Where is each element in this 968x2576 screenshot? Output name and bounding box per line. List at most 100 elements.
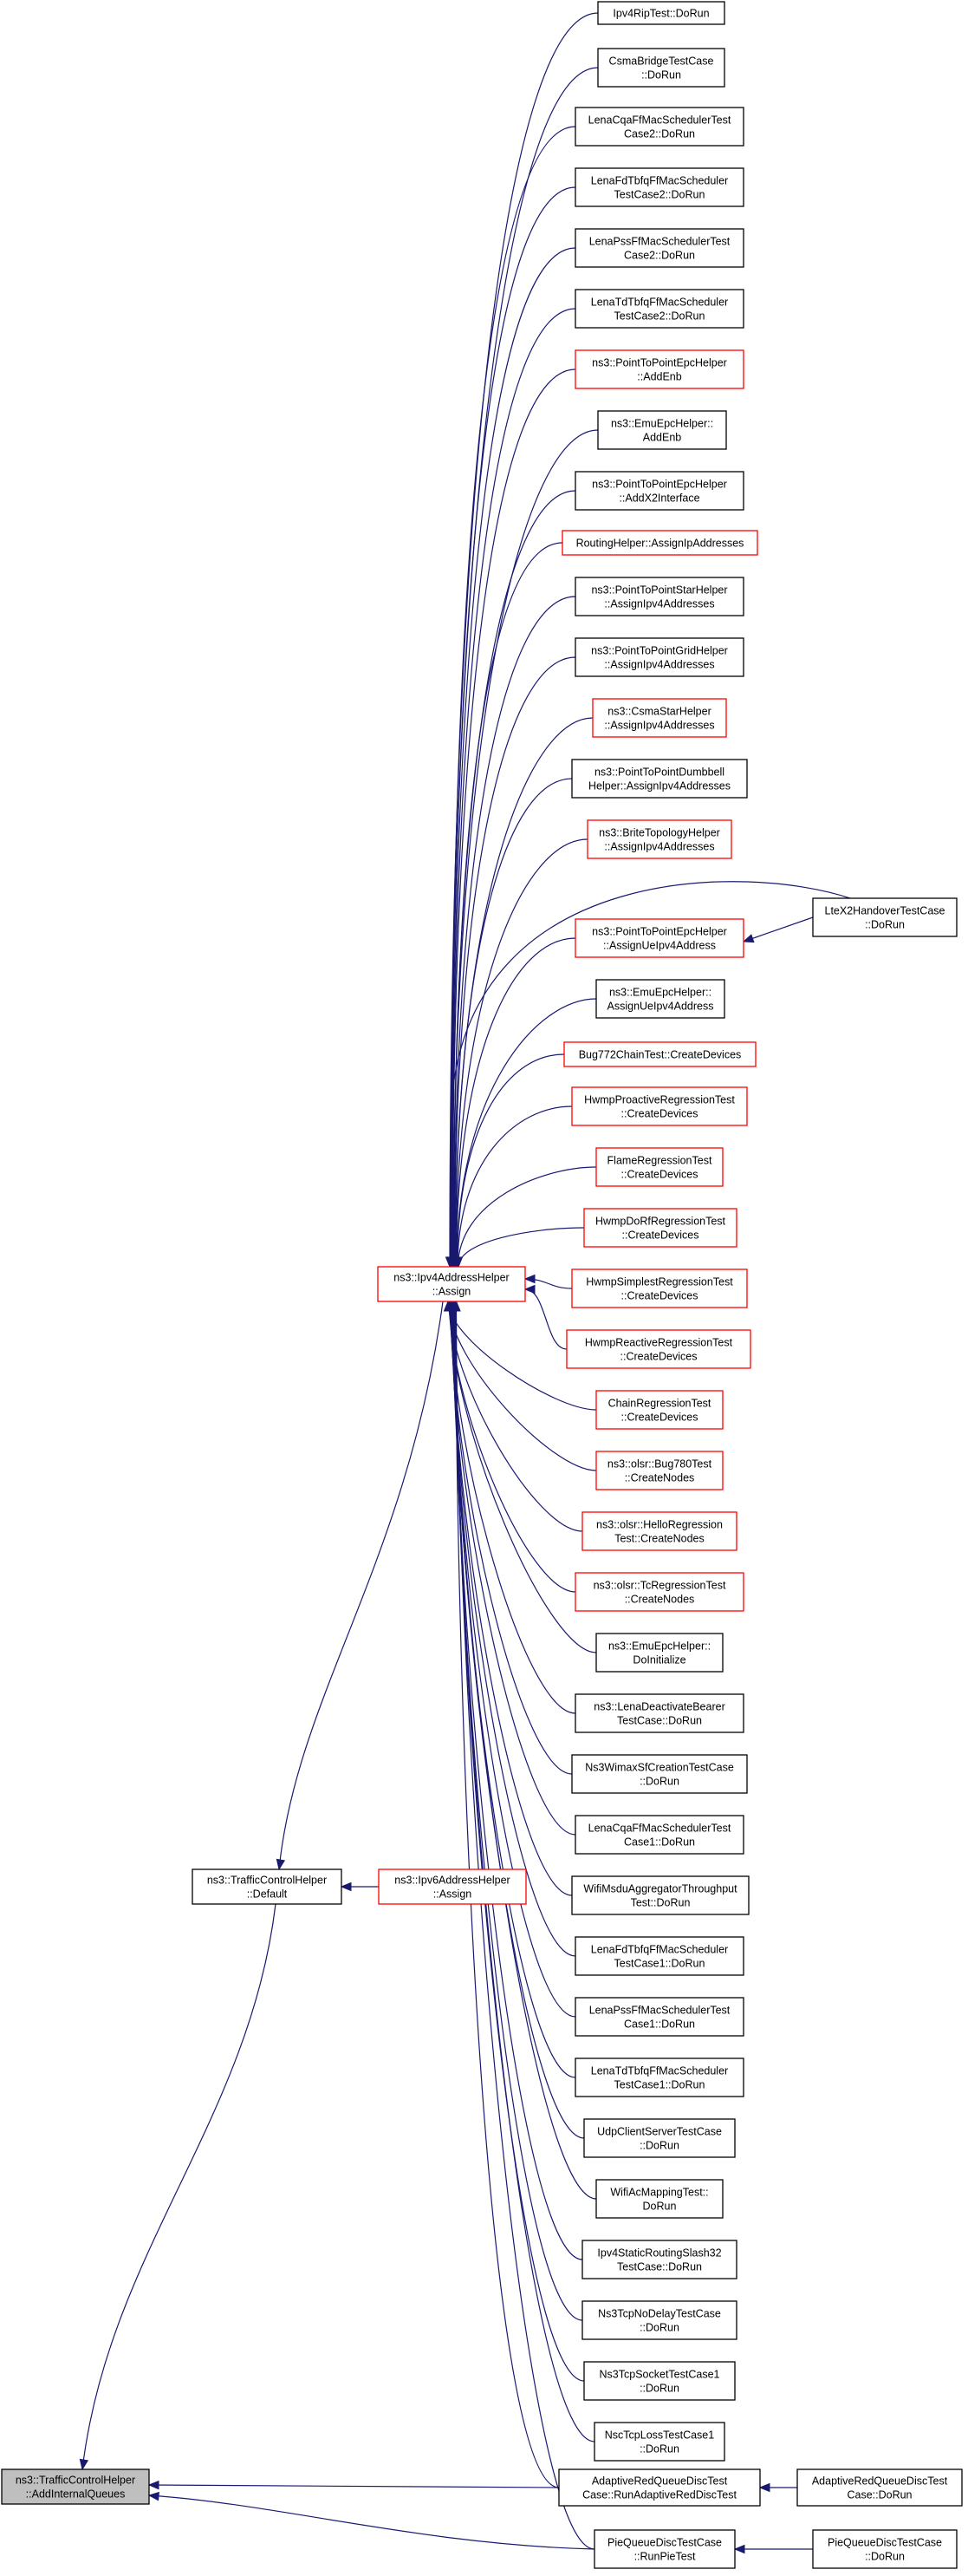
node-label-line: ::AddInternalQueues bbox=[26, 2488, 126, 2501]
graph-node-ipv6_assign[interactable]: ns3::Ipv6AddressHelper::Assign bbox=[378, 1868, 527, 1905]
node-label-line: TestCase2::DoRun bbox=[614, 189, 705, 201]
graph-node-n30[interactable]: Ns3WimaxSfCreationTestCase::DoRun bbox=[571, 1754, 748, 1794]
node-box bbox=[575, 471, 744, 511]
graph-node-n01[interactable]: Ipv4RipTest::DoRun bbox=[597, 1, 725, 25]
graph-node-ared_run[interactable]: AdaptiveRedQueueDiscTestCase::RunAdaptiv… bbox=[558, 2468, 761, 2507]
node-box bbox=[575, 107, 744, 147]
node-label-line: AssignUeIpv4Address bbox=[607, 1001, 714, 1013]
graph-node-pie_dorun[interactable]: PieQueueDiscTestCase::DoRun bbox=[812, 2529, 958, 2569]
node-label-line: ns3::Ipv4AddressHelper bbox=[393, 1272, 509, 1284]
node-label-line: ::AddEnb bbox=[637, 371, 681, 383]
node-box bbox=[595, 1390, 724, 1430]
graph-node-n22[interactable]: HwmpSimplestRegressionTest::CreateDevice… bbox=[571, 1268, 748, 1308]
node-label-line: ns3::TrafficControlHelper bbox=[16, 2475, 135, 2487]
graph-node-n10[interactable]: RoutingHelper::AssignIpAddresses bbox=[562, 530, 758, 556]
graph-node-n09[interactable]: ns3::PointToPointEpcHelper::AddX2Interfa… bbox=[575, 471, 744, 511]
graph-node-n11[interactable]: ns3::PointToPointStarHelper::AssignIpv4A… bbox=[575, 577, 744, 616]
node-label-line: ns3::PointToPointEpcHelper bbox=[592, 926, 727, 938]
edge-n37-to-ipv4 bbox=[452, 1301, 597, 2200]
graph-node-tch_default[interactable]: ns3::TrafficControlHelper::Default bbox=[192, 1868, 342, 1905]
node-label-line: ::DoRun bbox=[640, 1776, 679, 1788]
graph-node-n02[interactable]: CsmaBridgeTestCase::DoRun bbox=[597, 48, 725, 88]
edge-n21-to-ipv4-arrowhead bbox=[453, 1256, 464, 1268]
graph-node-n17[interactable]: ns3::EmuEpcHelper::AssignUeIpv4Address bbox=[595, 979, 725, 1019]
graph-node-n27[interactable]: ns3::olsr::TcRegressionTest::CreateNodes bbox=[575, 1572, 744, 1612]
node-label-line: ::AssignIpv4Addresses bbox=[604, 720, 714, 732]
graph-node-n21[interactable]: HwmpDoRfRegressionTest::CreateDevices bbox=[583, 1208, 737, 1248]
edge-n25-to-ipv4 bbox=[447, 1301, 597, 1471]
graph-node-n28[interactable]: ns3::EmuEpcHelper::DoInitialize bbox=[595, 1633, 724, 1673]
node-label-line: ns3::PointToPointGridHelper bbox=[591, 645, 728, 657]
edge-n06-to-ipv4 bbox=[451, 308, 576, 1268]
edge-ared-run-to-root bbox=[148, 2484, 560, 2488]
graph-node-n25[interactable]: ns3::olsr::Bug780Test::CreateNodes bbox=[595, 1451, 724, 1490]
node-label-line: AdaptiveRedQueueDiscTest bbox=[812, 2475, 948, 2488]
node-label-line: ns3::EmuEpcHelper:: bbox=[609, 987, 711, 999]
node-box bbox=[1, 2468, 150, 2505]
graph-node-n41[interactable]: NscTcpLossTestCase1::DoRun bbox=[594, 2422, 725, 2462]
node-box bbox=[575, 918, 744, 958]
edge-n04-to-ipv4 bbox=[450, 186, 576, 1268]
edge-ared-run-to-root-arrowhead bbox=[147, 2480, 159, 2490]
graph-node-n20[interactable]: FlameRegressionTest::CreateDevices bbox=[595, 1147, 724, 1187]
graph-node-n15[interactable]: ns3::BriteTopologyHelper::AssignIpv4Addr… bbox=[587, 819, 732, 859]
node-label-line: UdpClientServerTestCase bbox=[597, 2126, 722, 2138]
graph-node-n16[interactable]: ns3::PointToPointEpcHelper::AssignUeIpv4… bbox=[575, 918, 744, 958]
graph-node-n13[interactable]: ns3::CsmaStarHelper::AssignIpv4Addresses bbox=[592, 698, 727, 738]
node-label-line: ns3::olsr::HelloRegression bbox=[596, 1519, 723, 1531]
node-label-line: ::AssignIpv4Addresses bbox=[604, 659, 714, 671]
graph-node-n18[interactable]: Bug772ChainTest::CreateDevices bbox=[563, 1041, 757, 1067]
node-label-line: DoInitialize bbox=[633, 1654, 685, 1666]
edge-ipv4-to-tch-default bbox=[278, 1301, 444, 1870]
edge-n19-to-ipv4 bbox=[457, 1105, 573, 1268]
edge-n32-to-ipv4 bbox=[451, 1301, 573, 1896]
edge-n12-to-ipv4 bbox=[453, 656, 576, 1268]
graph-node-n19[interactable]: HwmpProactiveRegressionTest::CreateDevic… bbox=[571, 1086, 748, 1126]
graph-node-n37[interactable]: WifiAcMappingTest::DoRun bbox=[595, 2179, 724, 2219]
node-box bbox=[583, 2361, 736, 2401]
graph-node-ipv4_assign[interactable]: ns3::Ipv4AddressHelper::Assign bbox=[377, 1266, 526, 1302]
node-box bbox=[595, 1633, 724, 1673]
graph-node-lte_x2[interactable]: LteX2HandoverTestCase::DoRun bbox=[812, 897, 958, 937]
graph-node-n26[interactable]: ns3::olsr::HelloRegressionTest::CreateNo… bbox=[581, 1511, 737, 1551]
graph-node-n40[interactable]: Ns3TcpSocketTestCase1::DoRun bbox=[583, 2361, 736, 2401]
node-box bbox=[581, 2300, 737, 2340]
node-label-line: DoRun bbox=[643, 2201, 677, 2213]
graph-node-pie_run[interactable]: PieQueueDiscTestCase::RunPieTest bbox=[594, 2529, 736, 2569]
node-box bbox=[597, 410, 727, 450]
graph-node-n07[interactable]: ns3::PointToPointEpcHelper::AddEnb bbox=[575, 349, 744, 389]
graph-node-n23[interactable]: HwmpReactiveRegressionTest::CreateDevice… bbox=[566, 1329, 751, 1369]
node-box bbox=[575, 228, 744, 268]
node-box bbox=[597, 48, 725, 88]
graph-node-n36[interactable]: UdpClientServerTestCase::DoRun bbox=[583, 2118, 736, 2158]
graph-node-n24[interactable]: ChainRegressionTest::CreateDevices bbox=[595, 1390, 724, 1430]
graph-node-n39[interactable]: Ns3TcpNoDelayTestCase::DoRun bbox=[581, 2300, 737, 2340]
graph-node-n14[interactable]: ns3::PointToPointDumbbellHelper::AssignI… bbox=[571, 759, 748, 799]
node-label-line: LenaTdTbfqFfMacScheduler bbox=[591, 297, 728, 309]
node-label-line: Ns3TcpNoDelayTestCase bbox=[598, 2308, 721, 2320]
node-box bbox=[592, 698, 727, 738]
node-label-line: ::CreateDevices bbox=[622, 1229, 699, 1242]
node-label-line: ns3::EmuEpcHelper:: bbox=[608, 1640, 711, 1653]
graph-node-n12[interactable]: ns3::PointToPointGridHelper::AssignIpv4A… bbox=[575, 637, 744, 677]
node-label-line: LenaTdTbfqFfMacScheduler bbox=[591, 2065, 728, 2077]
node-label-line: ns3::PointToPointEpcHelper bbox=[592, 357, 727, 369]
node-label-line: LteX2HandoverTestCase bbox=[825, 905, 945, 917]
edge-ltex2-to-assignue bbox=[743, 916, 814, 942]
node-label-line: ::CreateDevices bbox=[621, 1412, 698, 1424]
graph-node-n08[interactable]: ns3::EmuEpcHelper::AddEnb bbox=[597, 410, 727, 450]
graph-node-root: ns3::TrafficControlHelper::AddInternalQu… bbox=[1, 2468, 150, 2505]
edge-ipv4-to-tch-default-arrowhead bbox=[276, 1858, 286, 1871]
